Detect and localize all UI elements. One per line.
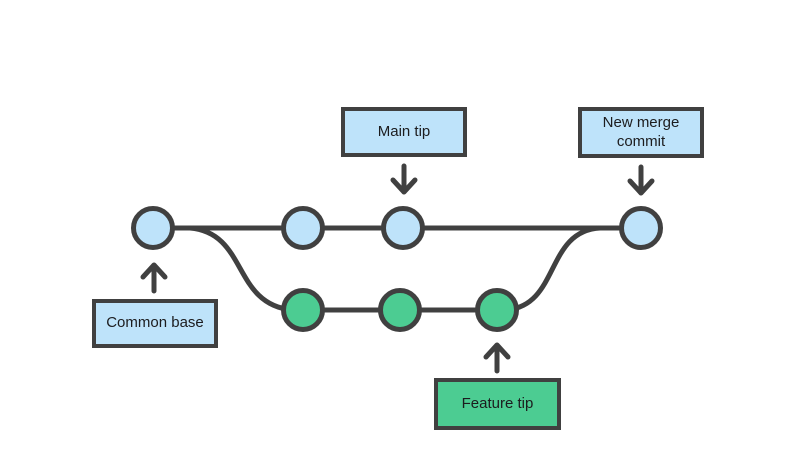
main-tip-arrow-down-icon	[390, 163, 418, 195]
commit-node-feature-2	[378, 288, 422, 332]
main-tip-label-box: Main tip	[341, 107, 467, 157]
commit-node-main-tip	[381, 206, 425, 250]
feature-tip-label: Feature tip	[461, 394, 534, 412]
branch-out-curve	[187, 225, 295, 313]
common-base-label-box: Common base	[92, 299, 218, 348]
main-tip-label: Main tip	[377, 122, 431, 140]
new-merge-commit-label: New merge commit	[602, 113, 680, 150]
merge-in-curve	[503, 225, 603, 313]
new-merge-commit-label-box: New merge commit	[578, 107, 704, 158]
commit-node-feature-tip	[475, 288, 519, 332]
feature-tip-label-box: Feature tip	[434, 378, 561, 430]
feature-tip-arrow-up-icon	[483, 342, 511, 374]
commit-node-common-base	[131, 206, 175, 250]
commit-node-feature-1	[281, 288, 325, 332]
commit-node-main-2	[281, 206, 325, 250]
common-base-arrow-up-icon	[140, 262, 168, 294]
new-merge-commit-arrow-down-icon	[627, 164, 655, 196]
commit-node-new-merge-commit	[619, 206, 663, 250]
common-base-label: Common base	[106, 314, 204, 332]
